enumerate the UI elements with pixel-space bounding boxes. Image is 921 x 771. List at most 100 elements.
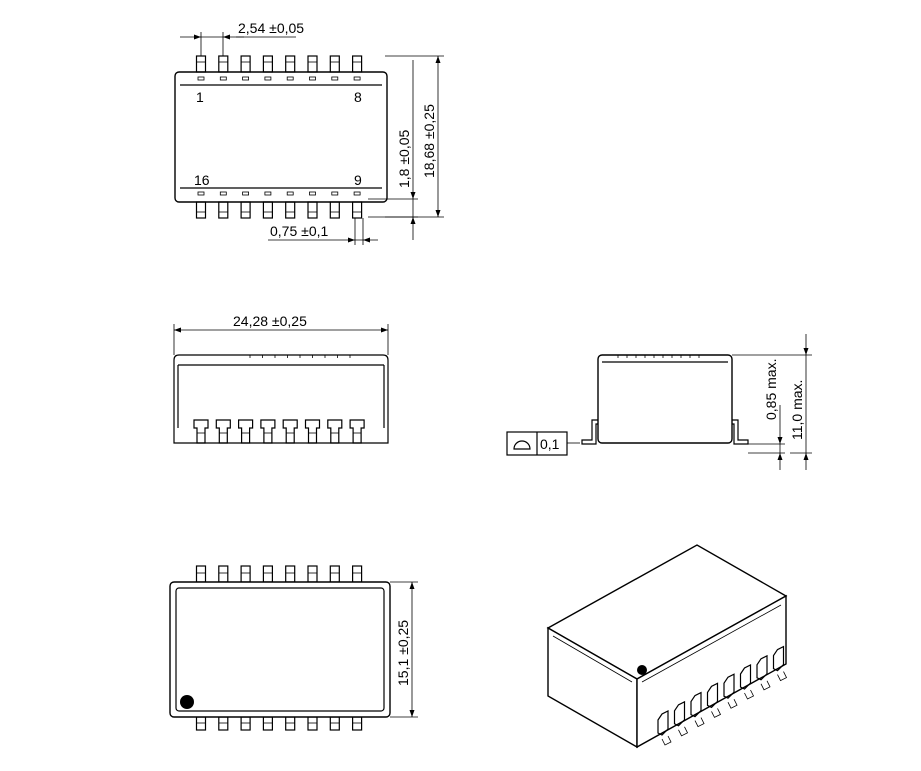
top-pin xyxy=(240,201,251,219)
iso-lead xyxy=(673,700,686,727)
top-pin xyxy=(262,201,273,219)
isometric-view-leads xyxy=(657,645,788,746)
iso-lead xyxy=(706,682,719,709)
top-pin xyxy=(329,201,340,219)
top-pin xyxy=(285,201,296,219)
top-view-body xyxy=(174,71,388,203)
pad-width-dimension: 0,75 ±0,1 xyxy=(270,223,328,239)
bottom-view-pins-upper xyxy=(195,565,363,583)
pad-mark xyxy=(353,76,361,81)
front-view-mold-marks xyxy=(249,355,351,358)
pad-mark xyxy=(197,191,205,196)
pin-label-8: 8 xyxy=(354,89,362,105)
bottom-pin xyxy=(240,565,251,583)
pad-mark xyxy=(219,76,227,81)
pin-label-1: 1 xyxy=(196,89,204,105)
top-pin xyxy=(352,55,363,73)
front-lead xyxy=(304,419,321,444)
iso-lead xyxy=(772,645,785,672)
bottom-pin xyxy=(262,716,273,731)
pad-mark xyxy=(242,76,250,81)
front-lead xyxy=(193,419,209,444)
bottom-pin xyxy=(329,716,340,731)
top-pin xyxy=(218,201,229,219)
front-lead xyxy=(282,419,298,444)
top-view: 1 8 16 9 2,54 ±0,05 0,75 ±0,1 1,8 ±0,05 … xyxy=(174,20,444,245)
top-view-pins-upper xyxy=(195,55,363,73)
top-pin xyxy=(329,55,340,73)
front-lead xyxy=(215,419,231,444)
pad-mark xyxy=(197,76,205,81)
bottom-view-pins-lower xyxy=(195,716,363,731)
bottom-pin xyxy=(195,716,207,731)
front-lead xyxy=(238,419,254,444)
pin-label-9: 9 xyxy=(354,172,362,188)
top-pin xyxy=(307,201,318,219)
front-lead xyxy=(327,419,343,444)
top-pin xyxy=(240,55,251,73)
pin1-marker xyxy=(180,695,194,709)
iso-lead xyxy=(657,710,669,736)
pad-mark xyxy=(219,191,227,196)
side-view-lead-right xyxy=(732,419,749,445)
pad-mark xyxy=(264,191,272,196)
pad-mark xyxy=(309,76,316,81)
length-dimension: 24,28 ±0,25 xyxy=(233,313,307,329)
top-pin xyxy=(218,55,229,73)
overall-width-dimension: 18,68 ±0,25 xyxy=(421,104,437,178)
row-offset-dimension: 1,8 ±0,05 xyxy=(396,130,412,188)
body-width-dimension: 15,1 ±0,25 xyxy=(395,620,411,686)
front-view-body xyxy=(173,354,389,444)
top-pin xyxy=(352,201,363,219)
bottom-pin xyxy=(307,716,318,731)
top-pin xyxy=(195,55,207,73)
pad-mark xyxy=(353,191,361,196)
top-pin xyxy=(307,55,318,73)
flatness-symbol-icon xyxy=(513,440,531,450)
top-pin xyxy=(262,55,273,73)
bottom-pin xyxy=(307,565,318,583)
front-view: 24,28 ±0,25 xyxy=(173,313,389,444)
bottom-pin xyxy=(285,565,296,583)
front-view-leads xyxy=(193,419,365,444)
bottom-pin xyxy=(218,716,229,731)
side-view-mold-marks xyxy=(617,355,700,358)
bottom-pin xyxy=(352,565,363,583)
top-view-pad-marks-upper xyxy=(197,76,361,81)
bottom-view-body xyxy=(169,581,391,718)
bottom-pin xyxy=(195,565,207,583)
bottom-pin xyxy=(352,716,363,731)
iso-lead xyxy=(690,691,702,718)
pad-mark xyxy=(286,191,294,196)
height-dimension: 11,0 max. xyxy=(789,380,805,440)
iso-right-face xyxy=(636,594,787,749)
isometric-view xyxy=(546,544,788,749)
pitch-dimension: 2,54 ±0,05 xyxy=(238,20,304,36)
top-view-pad-marks-lower xyxy=(197,191,361,196)
front-lead xyxy=(349,419,365,444)
side-view: 0,1 0,85 max. 11,0 max. xyxy=(506,334,812,470)
iso-pin1-marker xyxy=(637,665,647,675)
pin-label-16: 16 xyxy=(194,172,210,188)
side-view-body xyxy=(597,354,733,444)
top-pin xyxy=(195,201,207,219)
side-view-lead-left xyxy=(581,419,598,445)
pad-mark xyxy=(286,76,294,81)
standoff-dimension: 0,85 max. xyxy=(763,359,779,420)
top-pin xyxy=(285,55,296,73)
bottom-view: 15,1 ±0,25 xyxy=(169,565,418,731)
front-lead xyxy=(260,419,276,444)
bottom-pin xyxy=(262,565,273,583)
pad-mark xyxy=(264,76,272,81)
iso-lead xyxy=(723,673,735,699)
bottom-pin xyxy=(285,716,296,731)
flatness-tolerance: 0,1 xyxy=(540,436,560,452)
iso-lead xyxy=(756,654,768,681)
bottom-pin xyxy=(218,565,229,583)
pad-mark xyxy=(242,191,250,196)
pad-mark xyxy=(309,191,316,196)
pad-mark xyxy=(331,191,339,196)
bottom-pin xyxy=(329,565,340,583)
bottom-pin xyxy=(240,716,251,731)
